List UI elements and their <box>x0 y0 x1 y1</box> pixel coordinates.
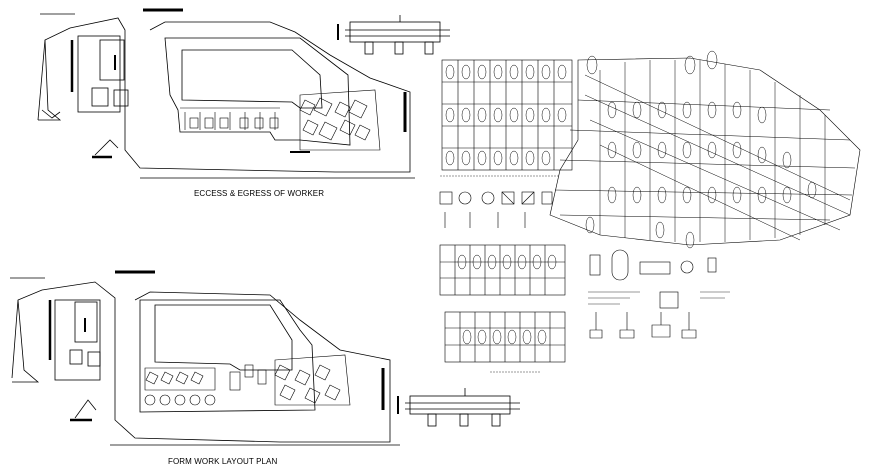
top-site-plan <box>37 8 415 179</box>
bottom-plan-column-cluster <box>144 354 351 406</box>
top-elevation-detail <box>337 15 450 55</box>
bottom-site-plan <box>10 270 400 446</box>
right-detail-grids <box>439 50 861 373</box>
bottom-elevation-detail <box>397 388 520 427</box>
top-plan-caption: ECCESS & EGRESS OF WORKER <box>194 189 325 198</box>
bottom-plan-caption: FORM WORK LAYOUT PLAN <box>168 457 278 466</box>
top-plan-column-cluster <box>180 89 381 151</box>
